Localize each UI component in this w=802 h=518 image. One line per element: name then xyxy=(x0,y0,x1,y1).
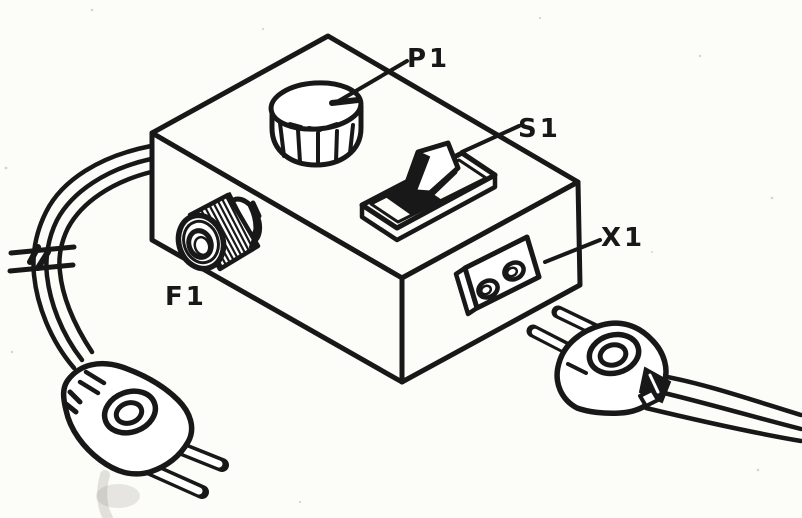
fuse-holder xyxy=(175,192,263,272)
label-f1-text: F1 xyxy=(165,282,207,312)
power-cord-right xyxy=(643,373,802,444)
label-p1: P1 xyxy=(335,44,450,104)
leader-line-p1 xyxy=(335,59,409,104)
label-x1: X1 xyxy=(543,223,645,264)
fuse-cap-opening xyxy=(186,228,214,260)
label-x1-text: X1 xyxy=(601,223,645,253)
cable-break-marks xyxy=(7,244,77,274)
cord-entry-hatches xyxy=(638,366,672,408)
leader-line-s1 xyxy=(460,124,521,154)
label-p1-text: P1 xyxy=(407,44,450,74)
label-f1: F1 xyxy=(165,282,207,312)
potentiometer-knob xyxy=(268,80,364,168)
rocker-lever-dark-face xyxy=(402,150,431,198)
knob-flutes xyxy=(278,121,355,166)
mains-plug-left xyxy=(60,361,229,518)
label-s1-text: S1 xyxy=(518,114,561,144)
mains-plug-right xyxy=(526,305,802,444)
paper-speckles xyxy=(4,8,774,504)
plug-hole-inner xyxy=(597,342,629,368)
switch-bezel-thickness xyxy=(359,172,498,243)
power-cord-left xyxy=(7,143,154,371)
rocker-switch xyxy=(359,140,498,243)
power-socket xyxy=(453,234,542,317)
leader-line-x1 xyxy=(543,238,602,264)
pencil-smudge xyxy=(96,470,140,518)
cord-entry-hatches xyxy=(63,369,107,415)
label-s1: S1 xyxy=(460,114,561,154)
plug-hole-inner xyxy=(113,400,145,426)
knob-rim-dashes xyxy=(288,122,339,132)
